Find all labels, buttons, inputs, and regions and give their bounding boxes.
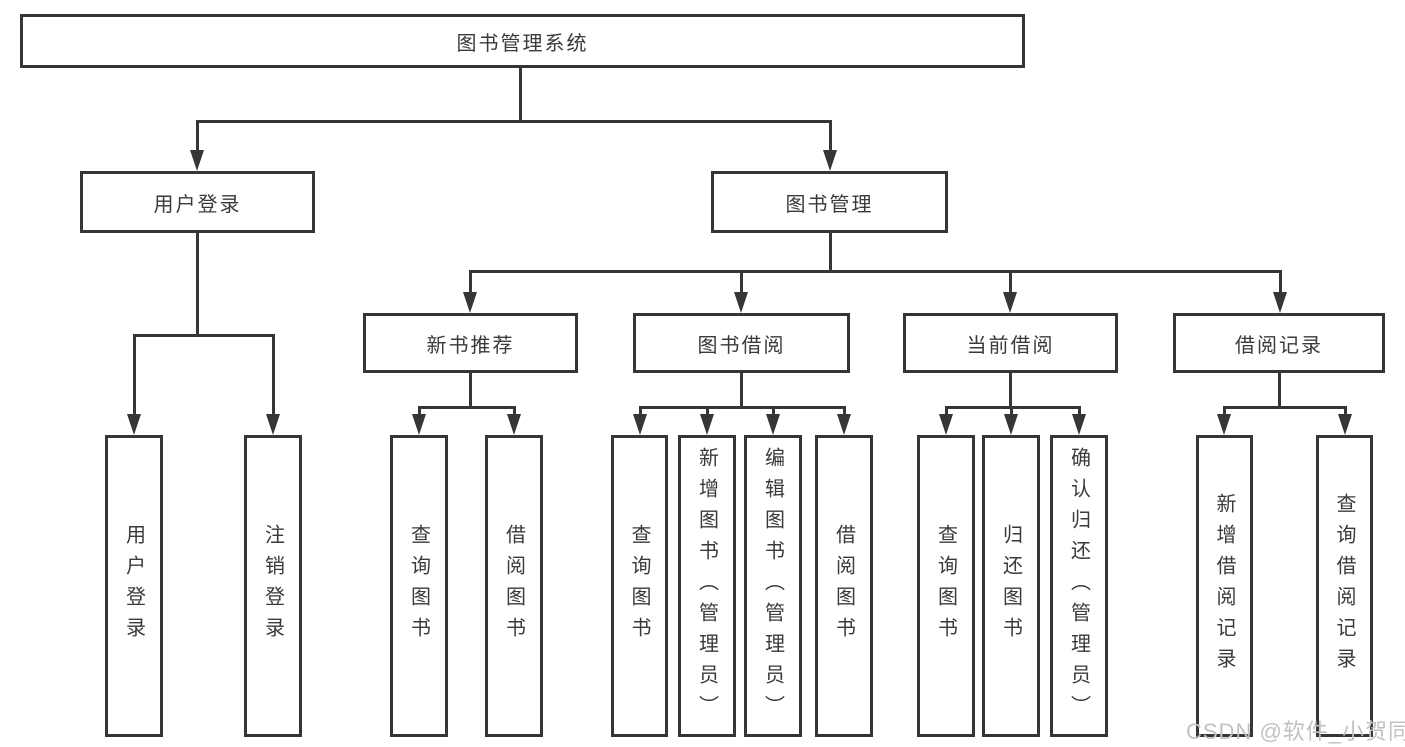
connector-line (519, 68, 522, 123)
node-new-book-recommend: 新书推荐 (363, 313, 578, 373)
arrow-down-icon (507, 414, 521, 435)
arrow-down-icon (412, 414, 426, 435)
node-label: 当前借阅 (966, 334, 1055, 357)
connector-line (829, 233, 832, 273)
arrow-down-icon (463, 292, 477, 313)
leaf-add-borrow-record: 新增借阅记录 (1196, 435, 1253, 737)
arrow-down-icon (823, 150, 837, 171)
connector-line (1223, 406, 1226, 418)
leaf-label: 查询图书 (407, 524, 430, 648)
connector-line (418, 406, 421, 418)
connector-line (1009, 373, 1012, 409)
leaf-label: 用户登录 (122, 524, 145, 648)
leaf-label: 编辑图书（管理员） (761, 446, 784, 726)
node-label: 图书管理系统 (456, 32, 589, 55)
node-library-management-system: 图书管理系统 (20, 14, 1025, 68)
leaf-query-books-borrowing: 查询图书 (611, 435, 668, 737)
leaf-label: 查询借阅记录 (1333, 493, 1355, 679)
connector-line (1078, 406, 1081, 418)
leaf-borrow-books-borrowing: 借阅图书 (815, 435, 873, 737)
leaf-logout: 注销登录 (244, 435, 302, 737)
connector-line (1010, 406, 1013, 418)
connector-line (945, 406, 1081, 409)
node-borrowing-records: 借阅记录 (1173, 313, 1385, 373)
leaf-confirm-return-admin: 确认归还（管理员） (1050, 435, 1108, 737)
arrow-down-icon (734, 292, 748, 313)
node-book-borrowing: 图书借阅 (633, 313, 850, 373)
leaf-label: 注销登录 (261, 524, 284, 648)
connector-line (469, 373, 472, 409)
connector-line (639, 406, 642, 418)
leaf-user-login: 用户登录 (105, 435, 163, 737)
leaf-return-books: 归还图书 (982, 435, 1040, 737)
node-book-management: 图书管理 (711, 171, 948, 233)
connector-line (418, 406, 516, 409)
connector-line (196, 120, 832, 123)
connector-line (196, 120, 199, 154)
leaf-label: 借阅图书 (832, 524, 855, 648)
leaf-label: 查询图书 (628, 524, 650, 648)
connector-line (133, 334, 275, 337)
arrow-down-icon (127, 414, 141, 435)
leaf-query-borrow-record: 查询借阅记录 (1316, 435, 1373, 737)
arrow-down-icon (939, 414, 953, 435)
node-label: 新书推荐 (426, 334, 515, 357)
node-label: 用户登录 (153, 193, 242, 216)
connector-line (513, 406, 516, 418)
leaf-label: 查询图书 (934, 524, 957, 648)
arrow-down-icon (1003, 292, 1017, 313)
connector-line (772, 406, 775, 418)
connector-line (133, 334, 136, 418)
leaf-query-books-recommend: 查询图书 (390, 435, 448, 737)
node-label: 图书借阅 (697, 334, 786, 357)
connector-line (829, 120, 832, 154)
node-label: 图书管理 (785, 193, 874, 216)
leaf-add-books-admin: 新增图书（管理员） (678, 435, 736, 737)
arrow-down-icon (1004, 414, 1018, 435)
arrow-down-icon (190, 150, 204, 171)
connector-line (706, 406, 709, 418)
connector-line (1279, 270, 1282, 294)
node-user-login: 用户登录 (80, 171, 315, 233)
arrow-down-icon (1338, 414, 1352, 435)
connector-line (1009, 270, 1012, 294)
connector-line (843, 406, 846, 418)
arrow-down-icon (1273, 292, 1287, 313)
arrow-down-icon (766, 414, 780, 435)
leaf-label: 新增借阅记录 (1213, 493, 1235, 679)
connector-line (945, 406, 948, 418)
leaf-borrow-books-recommend: 借阅图书 (485, 435, 543, 737)
arrow-down-icon (1072, 414, 1086, 435)
leaf-query-books-current: 查询图书 (917, 435, 975, 737)
csdn-watermark: CSDN @软件_小贺同学 (1186, 719, 1405, 744)
leaf-label: 确认归还（管理员） (1067, 446, 1090, 726)
node-label: 借阅记录 (1235, 334, 1323, 357)
connector-line (1278, 373, 1281, 409)
connector-line (1344, 406, 1347, 418)
connector-line (469, 270, 1282, 273)
connector-line (1223, 406, 1345, 409)
node-current-borrowing: 当前借阅 (903, 313, 1118, 373)
connector-line (469, 270, 472, 294)
arrow-down-icon (633, 414, 647, 435)
connector-line (272, 334, 275, 418)
arrow-down-icon (1217, 414, 1231, 435)
arrow-down-icon (266, 414, 280, 435)
connector-line (639, 406, 846, 409)
leaf-label: 借阅图书 (502, 524, 525, 648)
arrow-down-icon (837, 414, 851, 435)
connector-line (740, 270, 743, 294)
leaf-label: 新增图书（管理员） (695, 446, 718, 726)
leaf-edit-books-admin: 编辑图书（管理员） (744, 435, 802, 737)
arrow-down-icon (700, 414, 714, 435)
connector-line (740, 373, 743, 409)
leaf-label: 归还图书 (999, 524, 1022, 648)
connector-line (196, 233, 199, 337)
